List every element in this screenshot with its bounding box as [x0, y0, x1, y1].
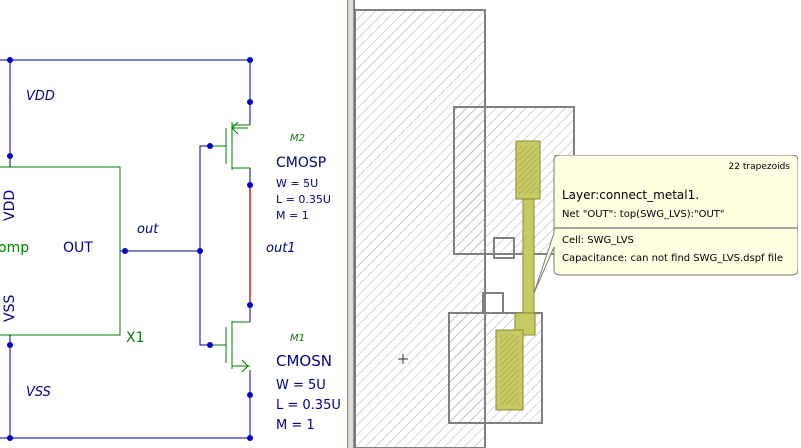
nmos-w-param: W = 5U: [276, 378, 326, 393]
pmos-m-param: M = 1: [276, 209, 309, 222]
nmos-m-param: M = 1: [276, 418, 315, 433]
net-info-tooltip: 22 trapezoids Layer:connect_metal1. Net …: [532, 155, 798, 294]
nmos-l-param: L = 0.35U: [276, 398, 341, 413]
nmos-symbol[interactable]: [210, 321, 250, 373]
net-label-out: out: [137, 222, 159, 237]
junction-dots: [7, 57, 253, 441]
pane-splitter[interactable]: [347, 0, 355, 448]
subcircuit-name-label: omp: [0, 240, 29, 256]
pin-label-out: OUT: [63, 240, 93, 256]
tooltip-cell-label: Cell: SWG_LVS: [562, 235, 634, 246]
pin-label-vss: VSS: [2, 295, 18, 322]
tooltip-trapezoid-count: 22 trapezoids: [728, 162, 790, 172]
nmos-model-label: CMOSN: [276, 352, 332, 370]
schematic-canvas[interactable]: VDD VSS out out1 VDD VSS omp OUT X1 M2 C…: [0, 0, 347, 448]
contact-upper[interactable]: [493, 237, 515, 259]
tooltip-layer-label: Layer:connect_metal1.: [562, 188, 700, 202]
tooltip-net-label: Net "OUT": top(SWG_LVS):"OUT": [562, 209, 725, 220]
pmos-l-param: L = 0.35U: [276, 193, 331, 206]
contact-lower[interactable]: [482, 292, 504, 314]
pin-label-vdd: VDD: [2, 190, 18, 221]
pmos-symbol[interactable]: [210, 121, 250, 170]
cursor-crosshair-icon: [398, 354, 408, 364]
instance-name-label: X1: [126, 330, 145, 346]
net-label-out1: out1: [266, 241, 296, 256]
tooltip-capacitance-label: Capacitance: can not find SWG_LVS.dspf f…: [562, 253, 783, 264]
net-label-vss: VSS: [26, 385, 51, 400]
net-label-vdd: VDD: [26, 89, 55, 104]
nmos-name-label: M1: [290, 333, 305, 344]
pmos-name-label: M2: [290, 133, 305, 144]
pmos-w-param: W = 5U: [276, 177, 318, 190]
pmos-model-label: CMOSP: [276, 155, 326, 171]
